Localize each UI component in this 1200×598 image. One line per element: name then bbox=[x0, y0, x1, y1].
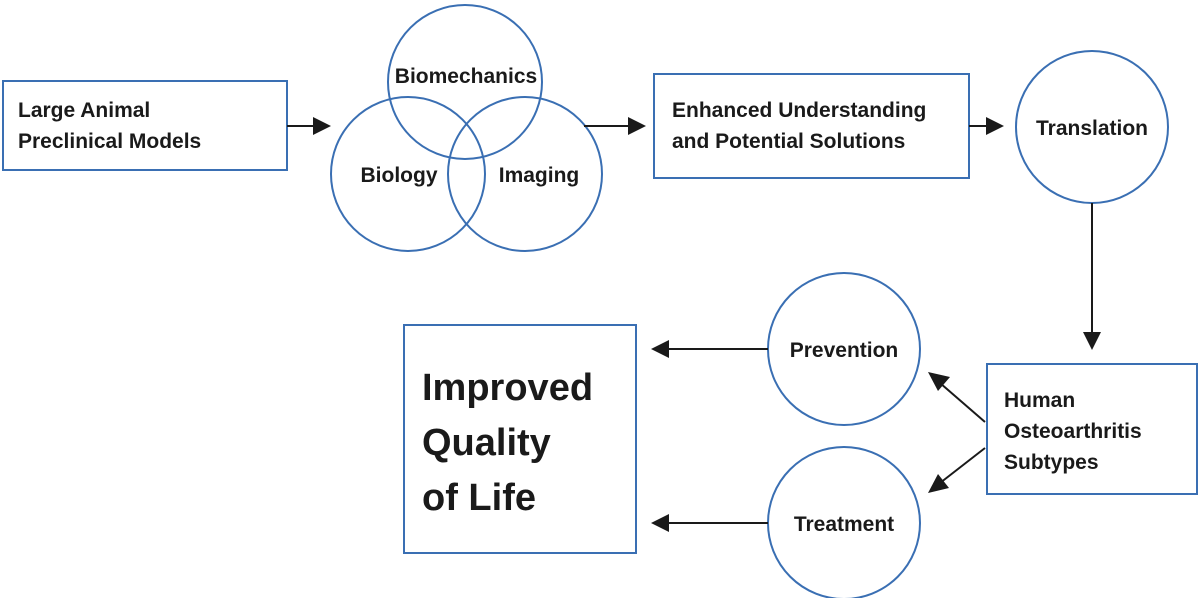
improved-quality-box bbox=[403, 324, 637, 554]
biology-label: Biology bbox=[361, 164, 438, 187]
improved-label-line3: of Life bbox=[422, 477, 536, 519]
imaging-label: Imaging bbox=[499, 164, 580, 187]
improved-quality-node: Improved Quality of Life bbox=[403, 324, 637, 554]
human-oa-label-line3: Subtypes bbox=[1004, 451, 1099, 474]
improved-label-line1: Improved bbox=[422, 367, 593, 409]
imaging-circle bbox=[447, 96, 603, 252]
improved-label-line2: Quality bbox=[422, 422, 551, 464]
arrow-treatment-to-improved bbox=[651, 514, 768, 532]
arrow-enhanced-to-translation bbox=[969, 117, 1004, 135]
large-animal-models-box bbox=[2, 80, 288, 171]
prevention-node: Prevention bbox=[767, 272, 921, 426]
large-animal-models-node: Large Animal Preclinical Models bbox=[2, 80, 288, 171]
venn-diagram: Biomechanics Biology Imaging bbox=[330, 4, 603, 252]
human-oa-label-line2: Osteoarthritis bbox=[1004, 420, 1142, 443]
treatment-label: Treatment bbox=[794, 513, 894, 536]
human-oa-subtypes-node: Human Osteoarthritis Subtypes bbox=[986, 363, 1198, 495]
arrow-human-oa-to-treatment bbox=[928, 447, 986, 493]
arrow-models-to-venn bbox=[287, 117, 331, 135]
prevention-label: Prevention bbox=[790, 339, 899, 362]
large-animal-label-line1: Large Animal bbox=[18, 99, 150, 122]
enhanced-understanding-node: Enhanced Understanding and Potential Sol… bbox=[653, 73, 970, 179]
biomechanics-circle bbox=[387, 4, 543, 160]
large-animal-label-line2: Preclinical Models bbox=[18, 130, 201, 153]
treatment-node: Treatment bbox=[767, 446, 921, 598]
arrow-prevention-to-improved bbox=[651, 340, 768, 358]
human-oa-label-line1: Human bbox=[1004, 389, 1075, 412]
biology-circle bbox=[330, 96, 486, 252]
biomechanics-label: Biomechanics bbox=[395, 65, 537, 88]
enhanced-understanding-box bbox=[653, 73, 970, 179]
enhanced-label-line1: Enhanced Understanding bbox=[672, 99, 926, 122]
arrow-venn-to-enhanced bbox=[584, 117, 646, 135]
arrows bbox=[287, 117, 1101, 532]
translation-node: Translation bbox=[1015, 50, 1169, 204]
human-oa-subtypes-box bbox=[986, 363, 1198, 495]
enhanced-label-line2: and Potential Solutions bbox=[672, 130, 905, 153]
translation-label: Translation bbox=[1036, 117, 1148, 140]
arrow-human-oa-to-prevention bbox=[928, 372, 986, 423]
arrow-translation-to-human-oa bbox=[1083, 203, 1101, 350]
